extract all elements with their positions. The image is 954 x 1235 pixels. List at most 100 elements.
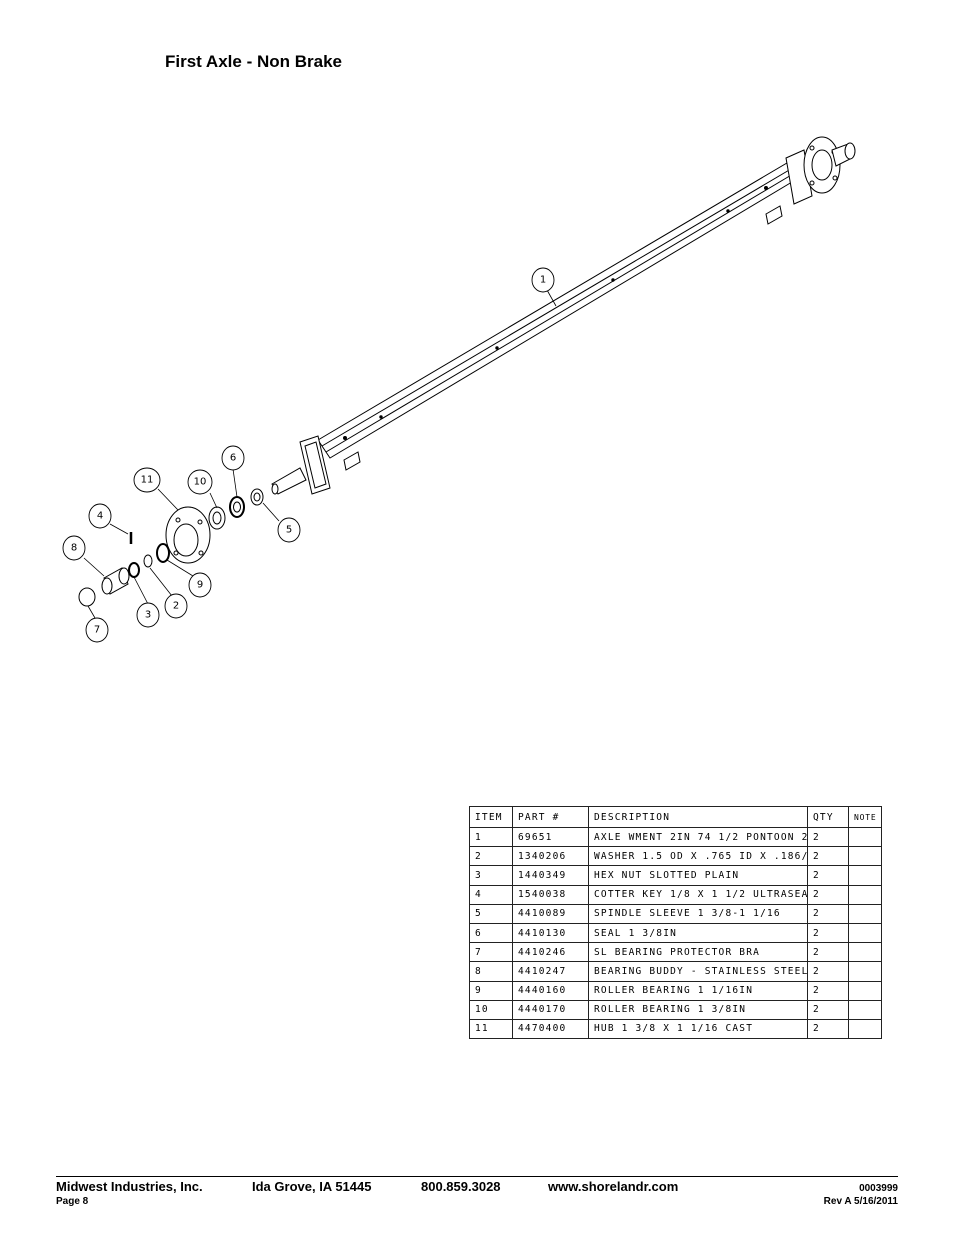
cell-item: 3 <box>469 865 513 886</box>
cell-note <box>847 942 883 963</box>
table-row: 11 4470400 HUB 1 3/8 X 1 1/16 CAST 2 <box>469 1018 883 1040</box>
cell-part-number: 4440170 <box>512 999 589 1020</box>
callout-3-bubble <box>136 602 160 628</box>
footer-divider <box>56 1176 898 1177</box>
cell-qty: 2 <box>807 884 849 905</box>
callout-11: 11 <box>141 475 154 486</box>
callout-3: 3 <box>145 610 151 621</box>
cell-part-number: 1440349 <box>512 865 589 886</box>
cell-qty: 2 <box>807 903 849 924</box>
table-row: 3 1440349 HEX NUT SLOTTED PLAIN 2 <box>469 865 883 886</box>
callout-6: 6 <box>230 453 236 464</box>
table-row: 8 4410247 BEARING BUDDY - STAINLESS STEE… <box>469 961 883 982</box>
cell-item: 6 <box>469 922 513 944</box>
cell-description: AXLE WMENT 2IN 74 1/2 PONTOON 2X5 - 2008 <box>588 826 808 848</box>
callout-7: 7 <box>94 625 100 636</box>
footer-doc-number: 0003999 <box>859 1183 898 1194</box>
callout-11-bubble <box>133 467 161 493</box>
callout-2: 2 <box>173 601 179 612</box>
table-row: 10 4440170 ROLLER BEARING 1 3/8IN 2 <box>469 999 883 1020</box>
cell-item: 10 <box>469 999 513 1020</box>
cell-description: BEARING BUDDY - STAINLESS STEEL <box>588 961 808 982</box>
footer-company: Midwest Industries, Inc. <box>56 1179 203 1194</box>
cell-description: ROLLER BEARING 1 3/8IN <box>588 999 808 1020</box>
cell-part-number: 4410130 <box>512 922 589 944</box>
callout-4-bubble <box>88 503 112 529</box>
callout-9-bubble <box>188 572 212 598</box>
header-qty: QTY <box>807 806 849 828</box>
cell-part-number: 4470400 <box>512 1018 589 1040</box>
cell-item: 9 <box>469 980 513 1001</box>
cell-qty: 2 <box>807 922 849 944</box>
cell-qty: 2 <box>807 865 849 886</box>
table-row: 1 69651 AXLE WMENT 2IN 74 1/2 PONTOON 2X… <box>469 826 883 848</box>
cell-note <box>847 903 883 924</box>
callout-9: 9 <box>197 580 203 591</box>
cell-part-number: 1340206 <box>512 846 589 867</box>
header-item: ITEM <box>469 806 513 828</box>
callout-7-bubble <box>85 617 109 643</box>
header-part-number: PART # <box>512 806 589 828</box>
table-row: 6 4410130 SEAL 1 3/8IN 2 <box>469 922 883 944</box>
axle-tube <box>271 136 856 495</box>
table-header-row: ITEM PART # DESCRIPTION QTY NOTE <box>469 806 883 828</box>
cell-item: 4 <box>469 884 513 905</box>
cell-note <box>847 980 883 1001</box>
table-row: 7 4410246 SL BEARING PROTECTOR BRA 2 <box>469 942 883 963</box>
cell-item: 8 <box>469 961 513 982</box>
cell-item: 2 <box>469 846 513 867</box>
cell-description: SL BEARING PROTECTOR BRA <box>588 942 808 963</box>
callout-6-bubble <box>221 445 245 471</box>
footer-location: Ida Grove, IA 51445 <box>252 1179 372 1194</box>
cell-part-number: 4410247 <box>512 961 589 982</box>
footer-website: www.shorelandr.com <box>548 1179 679 1194</box>
page-title: First Axle - Non Brake <box>165 52 342 71</box>
cell-description: SEAL 1 3/8IN <box>588 922 808 944</box>
callout-5-bubble <box>277 517 301 543</box>
cell-description: ROLLER BEARING 1 1/16IN <box>588 980 808 1001</box>
axle-exploded-diagram: 1 2 3 4 5 6 7 8 9 10 11 <box>62 136 856 643</box>
cell-item: 11 <box>469 1018 513 1040</box>
callout-1-bubble <box>531 267 555 293</box>
table-row: 5 4410089 SPINDLE SLEEVE 1 3/8-1 1/16 2 <box>469 903 883 924</box>
cell-note <box>847 922 883 944</box>
callout-4: 4 <box>97 511 103 522</box>
callout-2-bubble <box>164 593 188 619</box>
cell-qty: 2 <box>807 826 849 848</box>
cell-part-number: 4410089 <box>512 903 589 924</box>
exploded-parts <box>78 488 264 607</box>
cell-description: WASHER 1.5 OD X .765 ID X .186/.206 <box>588 846 808 867</box>
cell-qty: 2 <box>807 980 849 1001</box>
table-row: 4 1540038 COTTER KEY 1/8 X 1 1/2 ULTRASE… <box>469 884 883 905</box>
cell-item: 1 <box>469 826 513 848</box>
cell-qty: 2 <box>807 999 849 1020</box>
footer-phone: 800.859.3028 <box>421 1179 501 1194</box>
cell-note <box>847 846 883 867</box>
cell-part-number: 4410246 <box>512 942 589 963</box>
callout-5: 5 <box>286 525 292 536</box>
cell-part-number: 69651 <box>512 826 589 848</box>
footer-page-number: Page 8 <box>56 1196 89 1207</box>
cell-note <box>847 826 883 848</box>
footer-revision: Rev A 5/16/2011 <box>823 1196 898 1207</box>
cell-item: 7 <box>469 942 513 963</box>
cell-description: HUB 1 3/8 X 1 1/16 CAST <box>588 1018 808 1040</box>
cell-qty: 2 <box>807 1018 849 1040</box>
cell-note <box>847 884 883 905</box>
cell-description: COTTER KEY 1/8 X 1 1/2 ULTRASEAL <box>588 884 808 905</box>
parts-table: ITEM PART # DESCRIPTION QTY NOTE 1 69651… <box>469 806 883 1040</box>
callout-10: 10 <box>194 477 207 488</box>
header-note: NOTE <box>847 806 883 828</box>
cell-part-number: 4440160 <box>512 980 589 1001</box>
header-description: DESCRIPTION <box>588 806 808 828</box>
callout-10-bubble <box>187 469 213 495</box>
cell-qty: 2 <box>807 846 849 867</box>
cell-qty: 2 <box>807 961 849 982</box>
table-row: 2 1340206 WASHER 1.5 OD X .765 ID X .186… <box>469 846 883 867</box>
cell-item: 5 <box>469 903 513 924</box>
table-row: 9 4440160 ROLLER BEARING 1 1/16IN 2 <box>469 980 883 1001</box>
cell-qty: 2 <box>807 942 849 963</box>
callout-8-bubble <box>62 535 86 561</box>
cell-note <box>847 865 883 886</box>
cell-description: HEX NUT SLOTTED PLAIN <box>588 865 808 886</box>
